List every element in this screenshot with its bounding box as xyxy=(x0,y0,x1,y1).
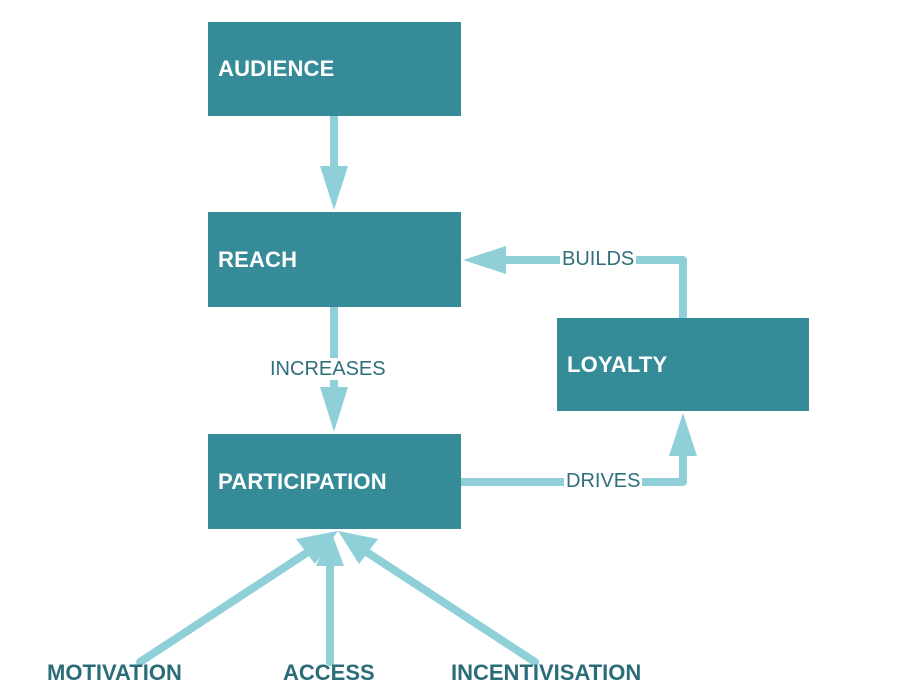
edge-label-builds: BUILDS xyxy=(560,248,637,270)
node-participation-label: PARTICIPATION xyxy=(218,468,387,494)
edge-label-drives: DRIVES xyxy=(564,470,643,492)
node-audience: AUDIENCE xyxy=(208,22,461,116)
input-label-access: ACCESS xyxy=(283,660,375,685)
arrowhead-participation-to-loyalty xyxy=(669,413,697,456)
arrowhead-incentivisation-to-participation xyxy=(338,531,378,564)
input-label-motivation: MOTIVATION xyxy=(47,660,182,685)
node-audience-label: AUDIENCE xyxy=(218,56,335,81)
arrow-incentivisation-to-participation xyxy=(361,547,539,666)
node-reach-label: REACH xyxy=(218,246,298,272)
node-loyalty-label: LOYALTY xyxy=(567,351,668,377)
arrowhead-access-to-participation xyxy=(316,531,344,566)
edge-label-increases: INCREASES xyxy=(270,358,386,380)
node-participation: PARTICIPATION xyxy=(208,434,461,529)
arrowhead-audience-to-reach xyxy=(320,166,348,210)
arrowhead-loyalty-to-reach xyxy=(463,246,506,274)
arrow-participation-to-loyalty xyxy=(457,449,687,486)
node-loyalty: LOYALTY xyxy=(557,318,809,411)
node-reach: REACH xyxy=(208,212,461,307)
input-label-incentivisation: INCENTIVISATION xyxy=(451,660,642,685)
arrowhead-reach-to-participation xyxy=(320,387,348,432)
arrow-motivation-to-participation xyxy=(136,548,312,666)
